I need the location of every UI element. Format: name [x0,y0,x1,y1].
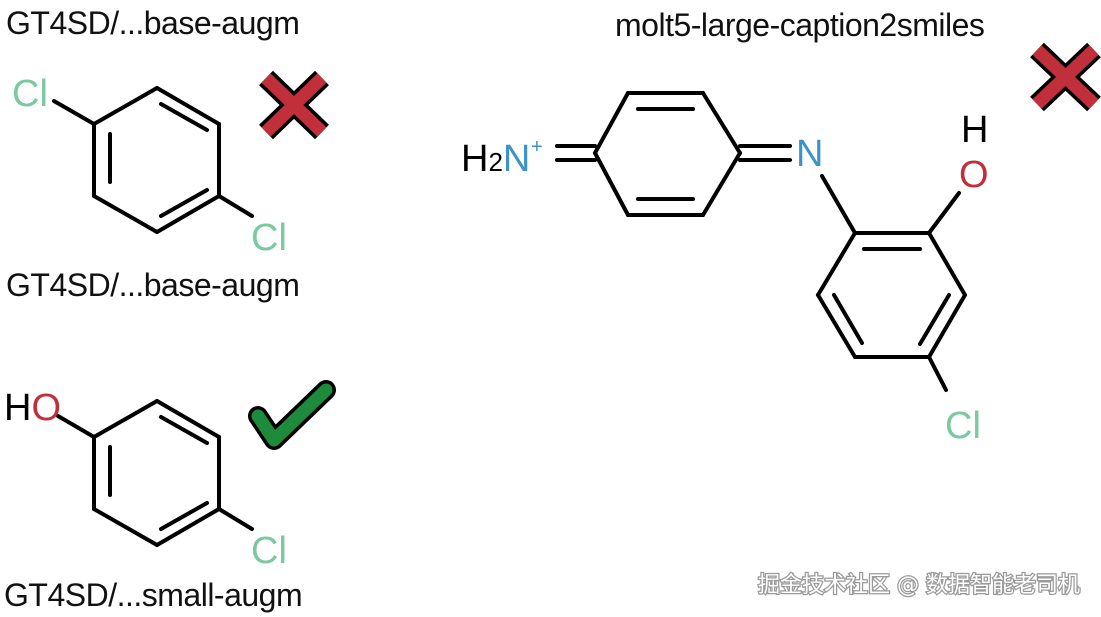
bond [927,293,967,359]
watermark: 掘金技术社区 @ 数据智能老司机 [758,573,1080,598]
bond [155,507,221,547]
bond [155,194,221,234]
subscript: 2 [488,147,502,177]
atom-nitrogen: N [796,133,823,175]
bond-to-chlorine [927,355,948,392]
bond [92,399,159,439]
molecule-indophenol: H2N + N H O Cl [461,91,989,447]
cross-icon [259,70,329,140]
bond [701,91,742,155]
bond-to-chlorine [217,507,254,531]
bond [155,399,221,439]
atom-hydrogen: H [4,387,31,429]
atom-chlorine: Cl [251,530,287,572]
model-label-top-left: GT4SD/...base-augm [6,5,299,41]
double-bond [159,501,209,531]
atom-chlorine: Cl [251,217,287,259]
double-bond [832,293,864,345]
bond [927,231,967,297]
bond [92,86,159,126]
atom-hydroxyl: HO [4,387,61,429]
charge-plus: + [531,136,543,158]
atom-hydrogen: H [961,109,988,151]
bond [92,507,159,547]
bond [816,293,857,359]
molecule-chlorophenol: HO Cl [4,387,287,572]
atom-iminium: H2N [461,138,530,180]
bond-to-chlorine [217,194,254,218]
bond [155,86,221,126]
bond [92,194,159,234]
atom-oxygen: O [959,154,989,196]
bond [820,174,857,235]
bond-to-chlorine [52,99,96,126]
model-label-top-right: molt5-large-caption2smiles [615,7,984,43]
atom-chlorine: Cl [12,73,48,115]
bond [701,151,742,217]
atom-hydrogen: H [461,138,488,180]
bond-to-oxygen [56,414,96,439]
atom-oxygen: O [31,387,61,429]
bond-to-oxygen [927,191,961,235]
check-icon [248,380,336,450]
double-bond [159,102,209,132]
molecule-dichlorobenzene: Cl Cl [12,73,287,259]
cross-icon [1030,42,1101,112]
bond [816,231,857,297]
double-bond [159,415,209,445]
model-label-middle-left: GT4SD/...base-augm [6,267,299,303]
bond [593,91,630,155]
double-bond [159,188,209,218]
model-label-bottom-left: GT4SD/...small-augm [4,577,302,613]
double-bond [918,293,951,346]
atom-nitrogen: N [503,138,530,180]
bond [593,151,630,217]
atom-chlorine: Cl [945,405,981,447]
